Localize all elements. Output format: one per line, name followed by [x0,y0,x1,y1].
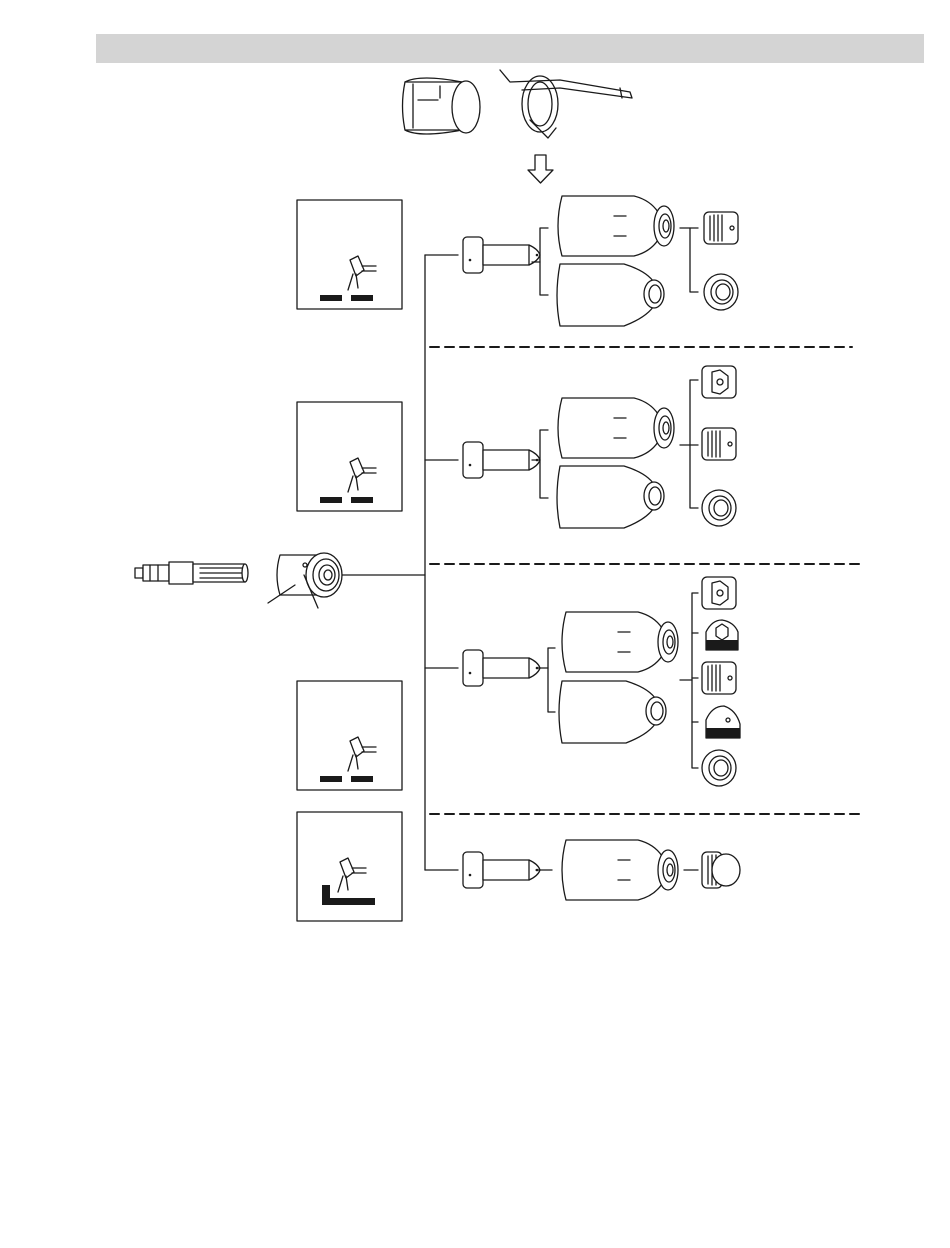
retaining-cap-icon [557,264,664,326]
nozzle-icon [702,490,736,526]
nozzle-icon [706,620,738,650]
down-arrow-icon [528,155,553,183]
group-3 [463,577,740,786]
process-box-2 [297,402,402,511]
retaining-cup-icon [403,78,481,134]
nozzle-icon [702,428,736,460]
group-2 [463,366,736,528]
nozzle-icon [702,662,736,694]
nozzle-icon [706,706,740,738]
shield-cap-icon [558,398,674,458]
retaining-cap-icon [557,466,664,528]
group-1 [463,196,738,326]
ohmic-clip-icon [500,70,632,138]
nozzle-icon [702,750,736,786]
nozzle-icon [704,274,738,310]
nozzle-icon [702,366,736,398]
shield-cap-icon [562,840,678,900]
process-box-3 [297,681,402,790]
torch-main-body-icon [135,562,248,584]
shield-cap-icon [558,196,674,256]
process-box-4 [297,812,402,921]
group-4 [463,840,740,900]
swirl-ring-electrode-icon [463,237,540,273]
nozzle-icon [702,852,740,888]
swirl-ring-electrode-icon [463,852,540,888]
shield-cap-icon [562,612,678,672]
nozzle-icon [704,212,738,244]
swirl-ring-electrode-icon [463,650,540,686]
retaining-cap-icon [559,681,666,743]
process-box-1 [297,200,402,309]
nozzle-icon [702,577,736,609]
swirl-ring-electrode-icon [463,442,540,478]
torch-head-icon [268,553,342,608]
